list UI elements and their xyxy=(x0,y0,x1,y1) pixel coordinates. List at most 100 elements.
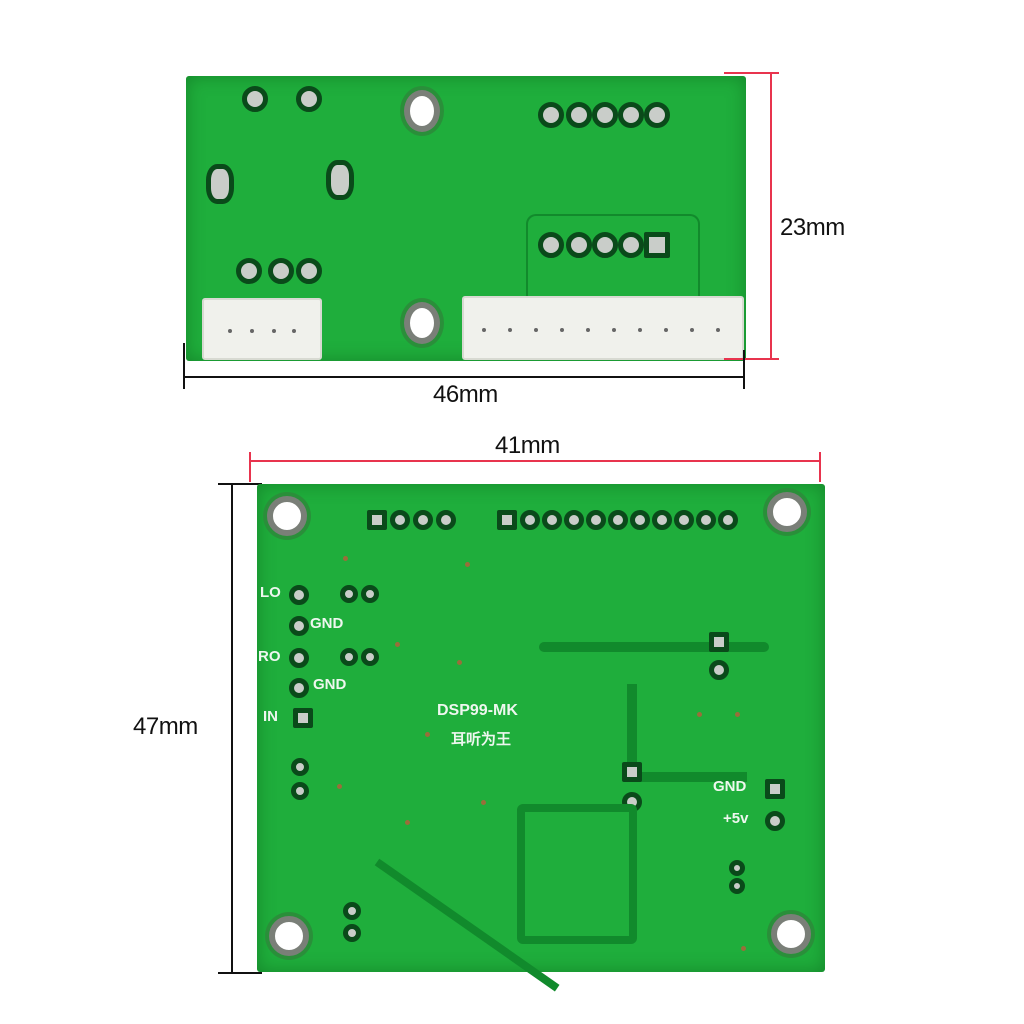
solder-pad xyxy=(206,164,234,204)
dimension-tick xyxy=(743,350,745,389)
via xyxy=(741,946,746,951)
solder-pad xyxy=(343,924,361,942)
via xyxy=(405,820,410,825)
solder-pad xyxy=(291,782,309,800)
header-pin-square xyxy=(497,510,517,530)
connector-10pin xyxy=(462,296,744,360)
pin-plus5v xyxy=(765,811,785,831)
solder-pad xyxy=(729,860,745,876)
solder-pad xyxy=(709,660,729,680)
dimension-tick xyxy=(249,452,251,482)
solder-pad xyxy=(538,102,564,128)
header-pin xyxy=(630,510,650,530)
pin-lo xyxy=(289,585,309,605)
header-pin xyxy=(390,510,410,530)
dimension-line-height-top xyxy=(770,73,772,359)
header-pin-square xyxy=(367,510,387,530)
via xyxy=(465,562,470,567)
label-ro: RO xyxy=(258,648,281,665)
via xyxy=(457,660,462,665)
dimension-tick xyxy=(819,452,821,482)
dimension-line-width-top xyxy=(184,376,744,378)
label-gnd-2: GND xyxy=(313,676,347,693)
solder-pad xyxy=(268,258,294,284)
via xyxy=(425,732,430,737)
dimension-line-height-bottom xyxy=(231,484,233,974)
solder-pad xyxy=(592,102,618,128)
header-pin xyxy=(520,510,540,530)
trace xyxy=(627,684,637,774)
solder-pad xyxy=(644,102,670,128)
solder-pad-square xyxy=(709,632,729,652)
top-board-height-label: 23mm xyxy=(780,214,845,241)
dimension-tick xyxy=(218,972,262,974)
header-pin xyxy=(674,510,694,530)
pin-gnd-power xyxy=(765,779,785,799)
solder-pad xyxy=(566,232,592,258)
solder-pad xyxy=(592,232,618,258)
trace-outline xyxy=(526,214,700,301)
label-in: IN xyxy=(263,708,278,725)
solder-pad xyxy=(538,232,564,258)
solder-pad xyxy=(618,232,644,258)
mounting-hole xyxy=(767,492,807,532)
pin-gnd xyxy=(289,616,309,636)
via xyxy=(337,784,342,789)
label-lo: LO xyxy=(260,584,281,601)
solder-pad xyxy=(326,160,354,200)
pin-ro xyxy=(289,648,309,668)
trace xyxy=(627,772,747,782)
via xyxy=(395,642,400,647)
header-pin xyxy=(413,510,433,530)
solder-pad xyxy=(296,258,322,284)
trace xyxy=(539,642,769,652)
solder-pad xyxy=(340,648,358,666)
label-plus5v: +5v xyxy=(723,810,749,827)
mounting-hole xyxy=(404,302,440,344)
solder-pad xyxy=(361,648,379,666)
mounting-hole xyxy=(404,90,440,132)
solder-pad-square xyxy=(644,232,670,258)
bottom-pcb-board: LO GND RO GND IN DSP99-MK 耳听为王 GND +5v xyxy=(257,484,825,992)
mounting-hole xyxy=(771,914,811,954)
solder-pad xyxy=(618,102,644,128)
solder-pad xyxy=(340,585,358,603)
solder-pad xyxy=(236,258,262,284)
solder-pad-square xyxy=(622,762,642,782)
top-pcb-board xyxy=(186,76,746,361)
header-pin xyxy=(436,510,456,530)
header-pin xyxy=(696,510,716,530)
dimension-tick xyxy=(724,358,779,360)
copper-pour xyxy=(517,804,637,944)
solder-pad xyxy=(729,878,745,894)
pin-gnd xyxy=(289,678,309,698)
solder-pad xyxy=(296,86,322,112)
mounting-hole xyxy=(267,496,307,536)
header-pin xyxy=(542,510,562,530)
pin-in xyxy=(293,708,313,728)
solder-pad xyxy=(291,758,309,776)
dimension-tick xyxy=(218,483,262,485)
model-label: DSP99-MK xyxy=(437,702,518,719)
header-pin xyxy=(586,510,606,530)
via xyxy=(343,556,348,561)
solder-pad xyxy=(343,902,361,920)
connector-4pin xyxy=(202,298,322,360)
header-pin xyxy=(718,510,738,530)
dimension-tick xyxy=(724,72,779,74)
slogan-label: 耳听为王 xyxy=(451,730,512,748)
dimension-tick xyxy=(183,343,185,389)
solder-pad xyxy=(242,86,268,112)
bottom-board-height-label: 47mm xyxy=(133,713,198,740)
via xyxy=(481,800,486,805)
top-board-width-label: 46mm xyxy=(433,381,498,408)
mounting-hole xyxy=(269,916,309,956)
header-pin xyxy=(652,510,672,530)
header-pin xyxy=(564,510,584,530)
via xyxy=(735,712,740,717)
label-gnd-power: GND xyxy=(713,778,747,795)
solder-pad xyxy=(566,102,592,128)
label-gnd-1: GND xyxy=(310,615,344,632)
via xyxy=(697,712,702,717)
bottom-board-width-label: 41mm xyxy=(495,432,560,459)
